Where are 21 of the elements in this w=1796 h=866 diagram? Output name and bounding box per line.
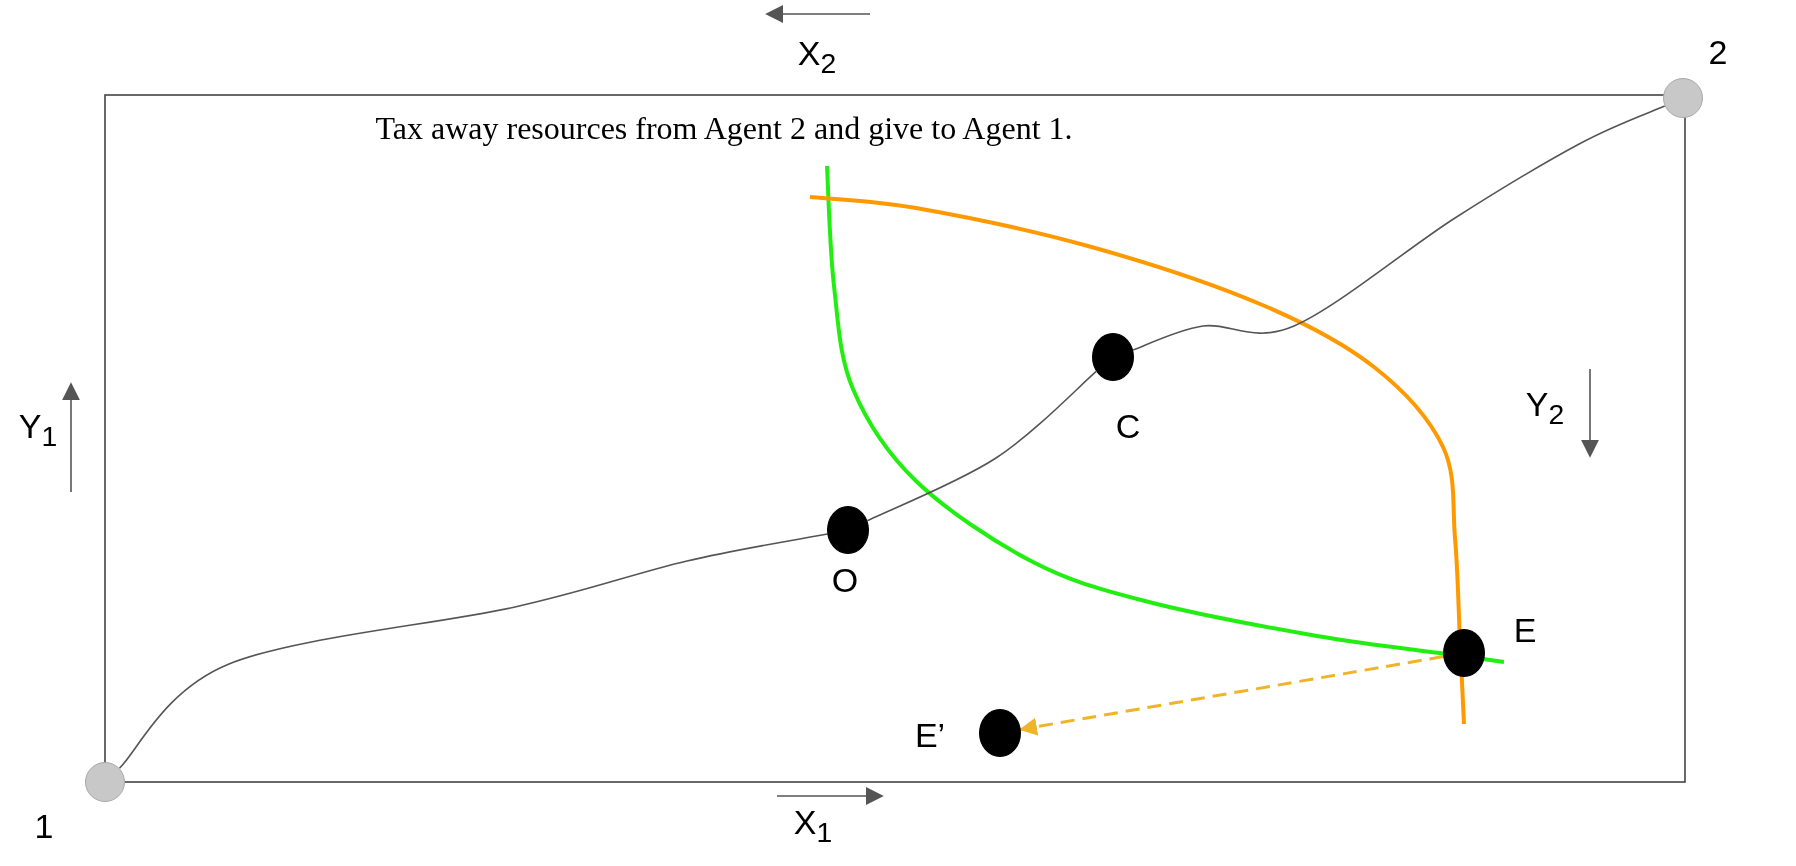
point-marker <box>827 506 869 554</box>
point-marker <box>1443 629 1485 677</box>
contract-curve <box>118 533 829 769</box>
axis-label: Y$_{2}$ <box>1525 387 1565 429</box>
point-marker <box>1092 333 1134 381</box>
point-label: C <box>1115 409 1141 443</box>
point-label: E’ <box>914 718 946 752</box>
origin-point <box>85 762 125 802</box>
origin-label: 1 <box>34 809 54 843</box>
point-label: O <box>831 563 859 597</box>
origin-point <box>1663 78 1703 118</box>
axis-label: X$_{1}$ <box>793 805 833 847</box>
contract-curve <box>1132 105 1666 351</box>
axis-label: Y$_{1}$ <box>18 409 58 451</box>
contract-curve <box>866 370 1098 522</box>
note-text: Tax away resources from Agent 2 and give to Agent 1. <box>375 112 1073 144</box>
dashed-arrow <box>1019 655 1444 736</box>
axis-label: X$_{2}$ <box>797 36 837 78</box>
point-label: E <box>1513 613 1537 647</box>
point-marker <box>979 709 1021 757</box>
origin-label: 2 <box>1708 35 1728 69</box>
